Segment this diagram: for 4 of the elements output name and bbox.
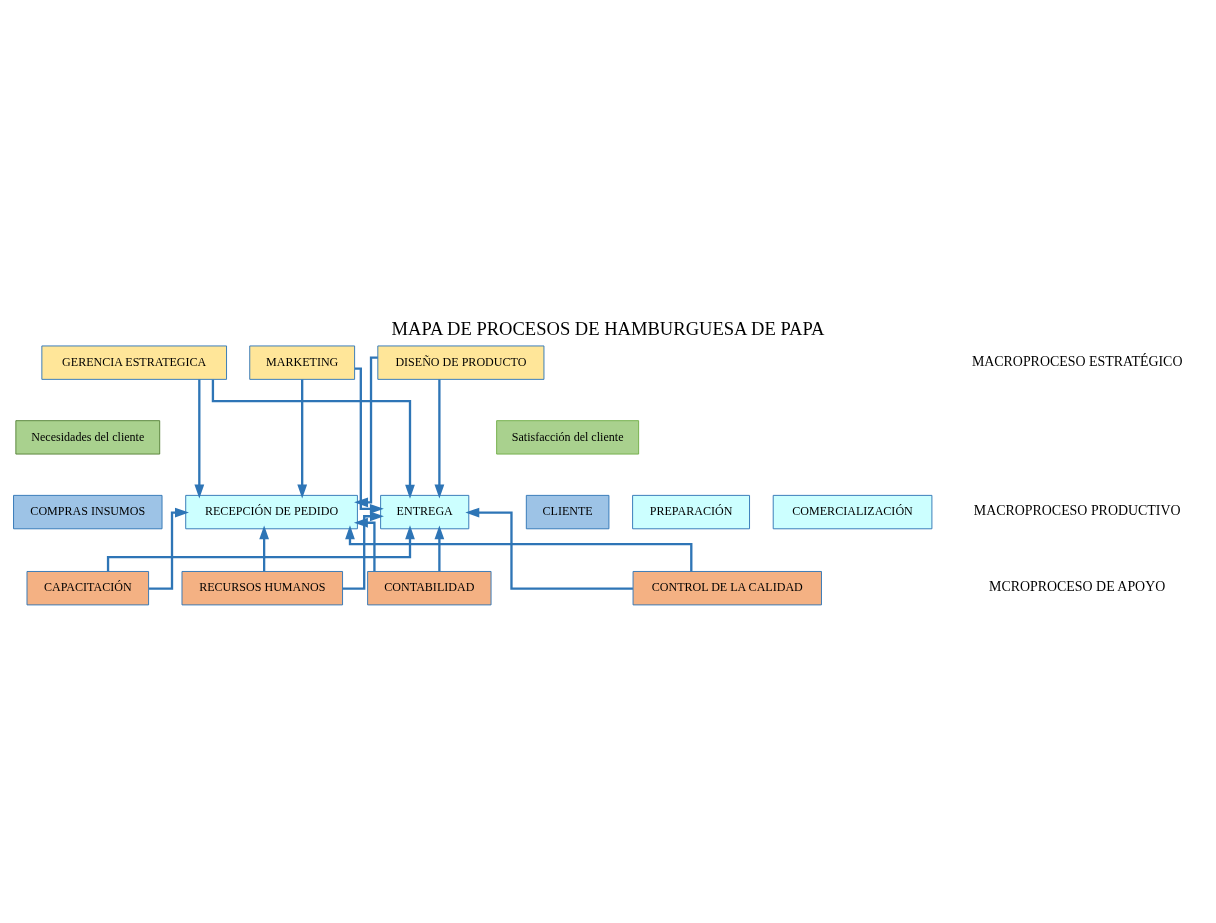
diagram-title: MAPA DE PROCESOS DE HAMBURGUESA DE PAPA: [391, 318, 825, 340]
label: MACROPROCESO ESTRATÉGICO: [971, 353, 1183, 369]
label: MACROPROCESO PRODUCTIVO: [973, 503, 1181, 519]
label: MCROPROCESO DE APOYO: [989, 579, 1166, 595]
